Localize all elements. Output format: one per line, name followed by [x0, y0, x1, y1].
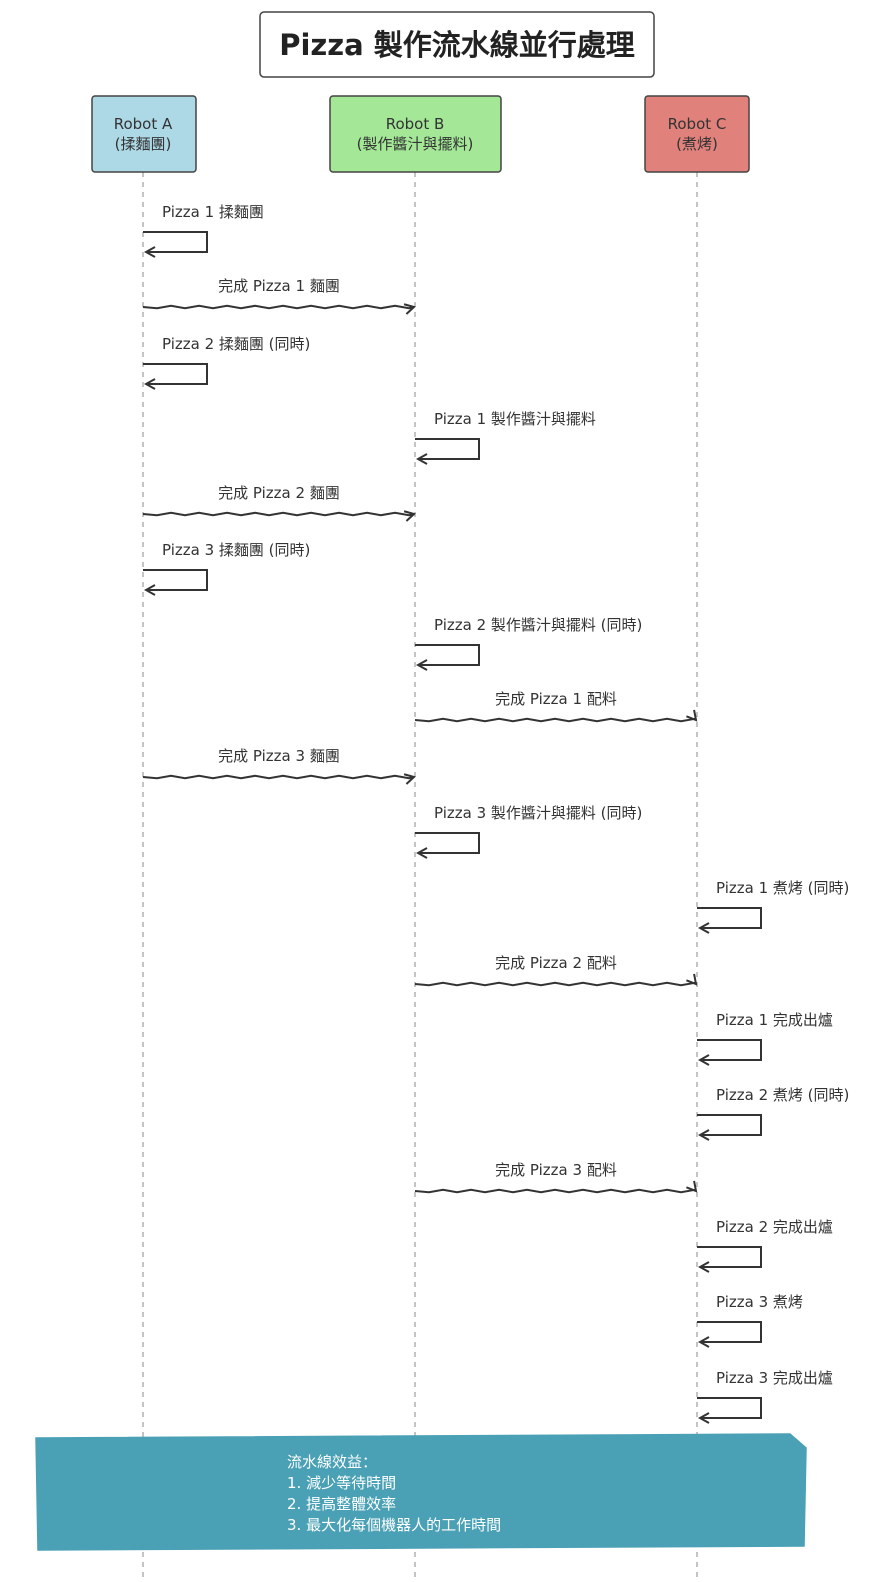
participant-role: (煮烤) — [676, 135, 718, 153]
message-label: Pizza 3 揉麵團 (同時) — [162, 541, 310, 559]
message-label: 完成 Pizza 2 配料 — [495, 954, 617, 972]
message-label: Pizza 1 製作醬汁與擺料 — [434, 410, 596, 428]
self-message-arrow — [697, 1397, 762, 1418]
note-line: 流水線效益： — [287, 1453, 377, 1471]
message-arrow — [142, 776, 414, 778]
message: 完成 Pizza 1 麵團 — [142, 277, 414, 308]
message: Pizza 3 煮烤 — [697, 1293, 803, 1342]
self-message-arrow — [143, 231, 208, 252]
message: Pizza 2 製作醬汁與擺料 (同時) — [415, 616, 642, 665]
message-label: 完成 Pizza 3 麵團 — [218, 747, 340, 765]
self-message-arrow — [143, 363, 208, 384]
message-arrow — [414, 719, 696, 723]
self-message-arrow — [697, 1321, 762, 1342]
participant-box-c — [644, 95, 750, 173]
diagram-title: Pizza 製作流水線並行處理 — [279, 28, 635, 62]
self-message-arrow — [415, 438, 480, 459]
message-arrow — [142, 306, 414, 308]
message-label: 完成 Pizza 1 麵團 — [218, 277, 340, 295]
message-label: Pizza 1 揉麵團 — [162, 203, 264, 221]
message: Pizza 2 完成出爐 — [697, 1218, 833, 1267]
participant-box-a — [91, 95, 197, 173]
message-arrow — [414, 1190, 696, 1194]
note-box — [35, 1433, 807, 1551]
self-message-arrow — [697, 1114, 762, 1135]
self-message-arrow — [415, 832, 480, 853]
note-line: 1. 減少等待時間 — [287, 1474, 396, 1492]
self-message-arrow — [697, 1039, 762, 1060]
self-message-arrow — [697, 1246, 762, 1267]
message-label: Pizza 1 完成出爐 — [716, 1011, 833, 1029]
message: Pizza 2 煮烤 (同時) — [697, 1086, 849, 1135]
message-arrow — [414, 983, 696, 987]
message-label: Pizza 3 製作醬汁與擺料 (同時) — [434, 804, 642, 822]
participant-name: Robot B — [386, 115, 445, 133]
self-message-arrow — [697, 907, 762, 928]
message: Pizza 1 製作醬汁與擺料 — [415, 410, 596, 459]
message-label: 完成 Pizza 3 配料 — [495, 1161, 617, 1179]
message-label: Pizza 3 煮烤 — [716, 1293, 803, 1311]
message: Pizza 3 揉麵團 (同時) — [143, 541, 310, 590]
message-arrow — [142, 513, 414, 515]
participant-role: (製作醬汁與擺料) — [357, 135, 474, 153]
participant-role: (揉麵團) — [115, 135, 172, 153]
message: 完成 Pizza 2 配料 — [414, 954, 696, 987]
title-box — [259, 11, 655, 78]
participant-name: Robot A — [114, 115, 173, 133]
participant-box-b — [329, 95, 502, 173]
self-message-arrow — [415, 644, 480, 665]
message-label: 完成 Pizza 2 麵團 — [218, 484, 340, 502]
message-label: Pizza 2 煮烤 (同時) — [716, 1086, 849, 1104]
message: Pizza 1 完成出爐 — [697, 1011, 833, 1060]
message: 完成 Pizza 1 配料 — [414, 690, 696, 723]
message: 完成 Pizza 3 配料 — [414, 1161, 696, 1194]
participant-name: Robot C — [668, 115, 727, 133]
message-label: Pizza 3 完成出爐 — [716, 1369, 833, 1387]
message: Pizza 1 揉麵團 — [143, 203, 264, 252]
message: Pizza 3 完成出爐 — [697, 1369, 833, 1418]
message: 完成 Pizza 2 麵團 — [142, 484, 414, 515]
message: Pizza 1 煮烤 (同時) — [697, 879, 849, 928]
message-label: Pizza 2 製作醬汁與擺料 (同時) — [434, 616, 642, 634]
message-label: 完成 Pizza 1 配料 — [495, 690, 617, 708]
note-line: 3. 最大化每個機器人的工作時間 — [287, 1516, 501, 1534]
self-message-arrow — [143, 569, 208, 590]
message: Pizza 2 揉麵團 (同時) — [143, 335, 310, 384]
message-label: Pizza 1 煮烤 (同時) — [716, 879, 849, 897]
message-label: Pizza 2 完成出爐 — [716, 1218, 833, 1236]
message: Pizza 3 製作醬汁與擺料 (同時) — [415, 804, 642, 853]
note-line: 2. 提高整體效率 — [287, 1495, 396, 1513]
message: 完成 Pizza 3 麵團 — [142, 747, 414, 778]
message-label: Pizza 2 揉麵團 (同時) — [162, 335, 310, 353]
